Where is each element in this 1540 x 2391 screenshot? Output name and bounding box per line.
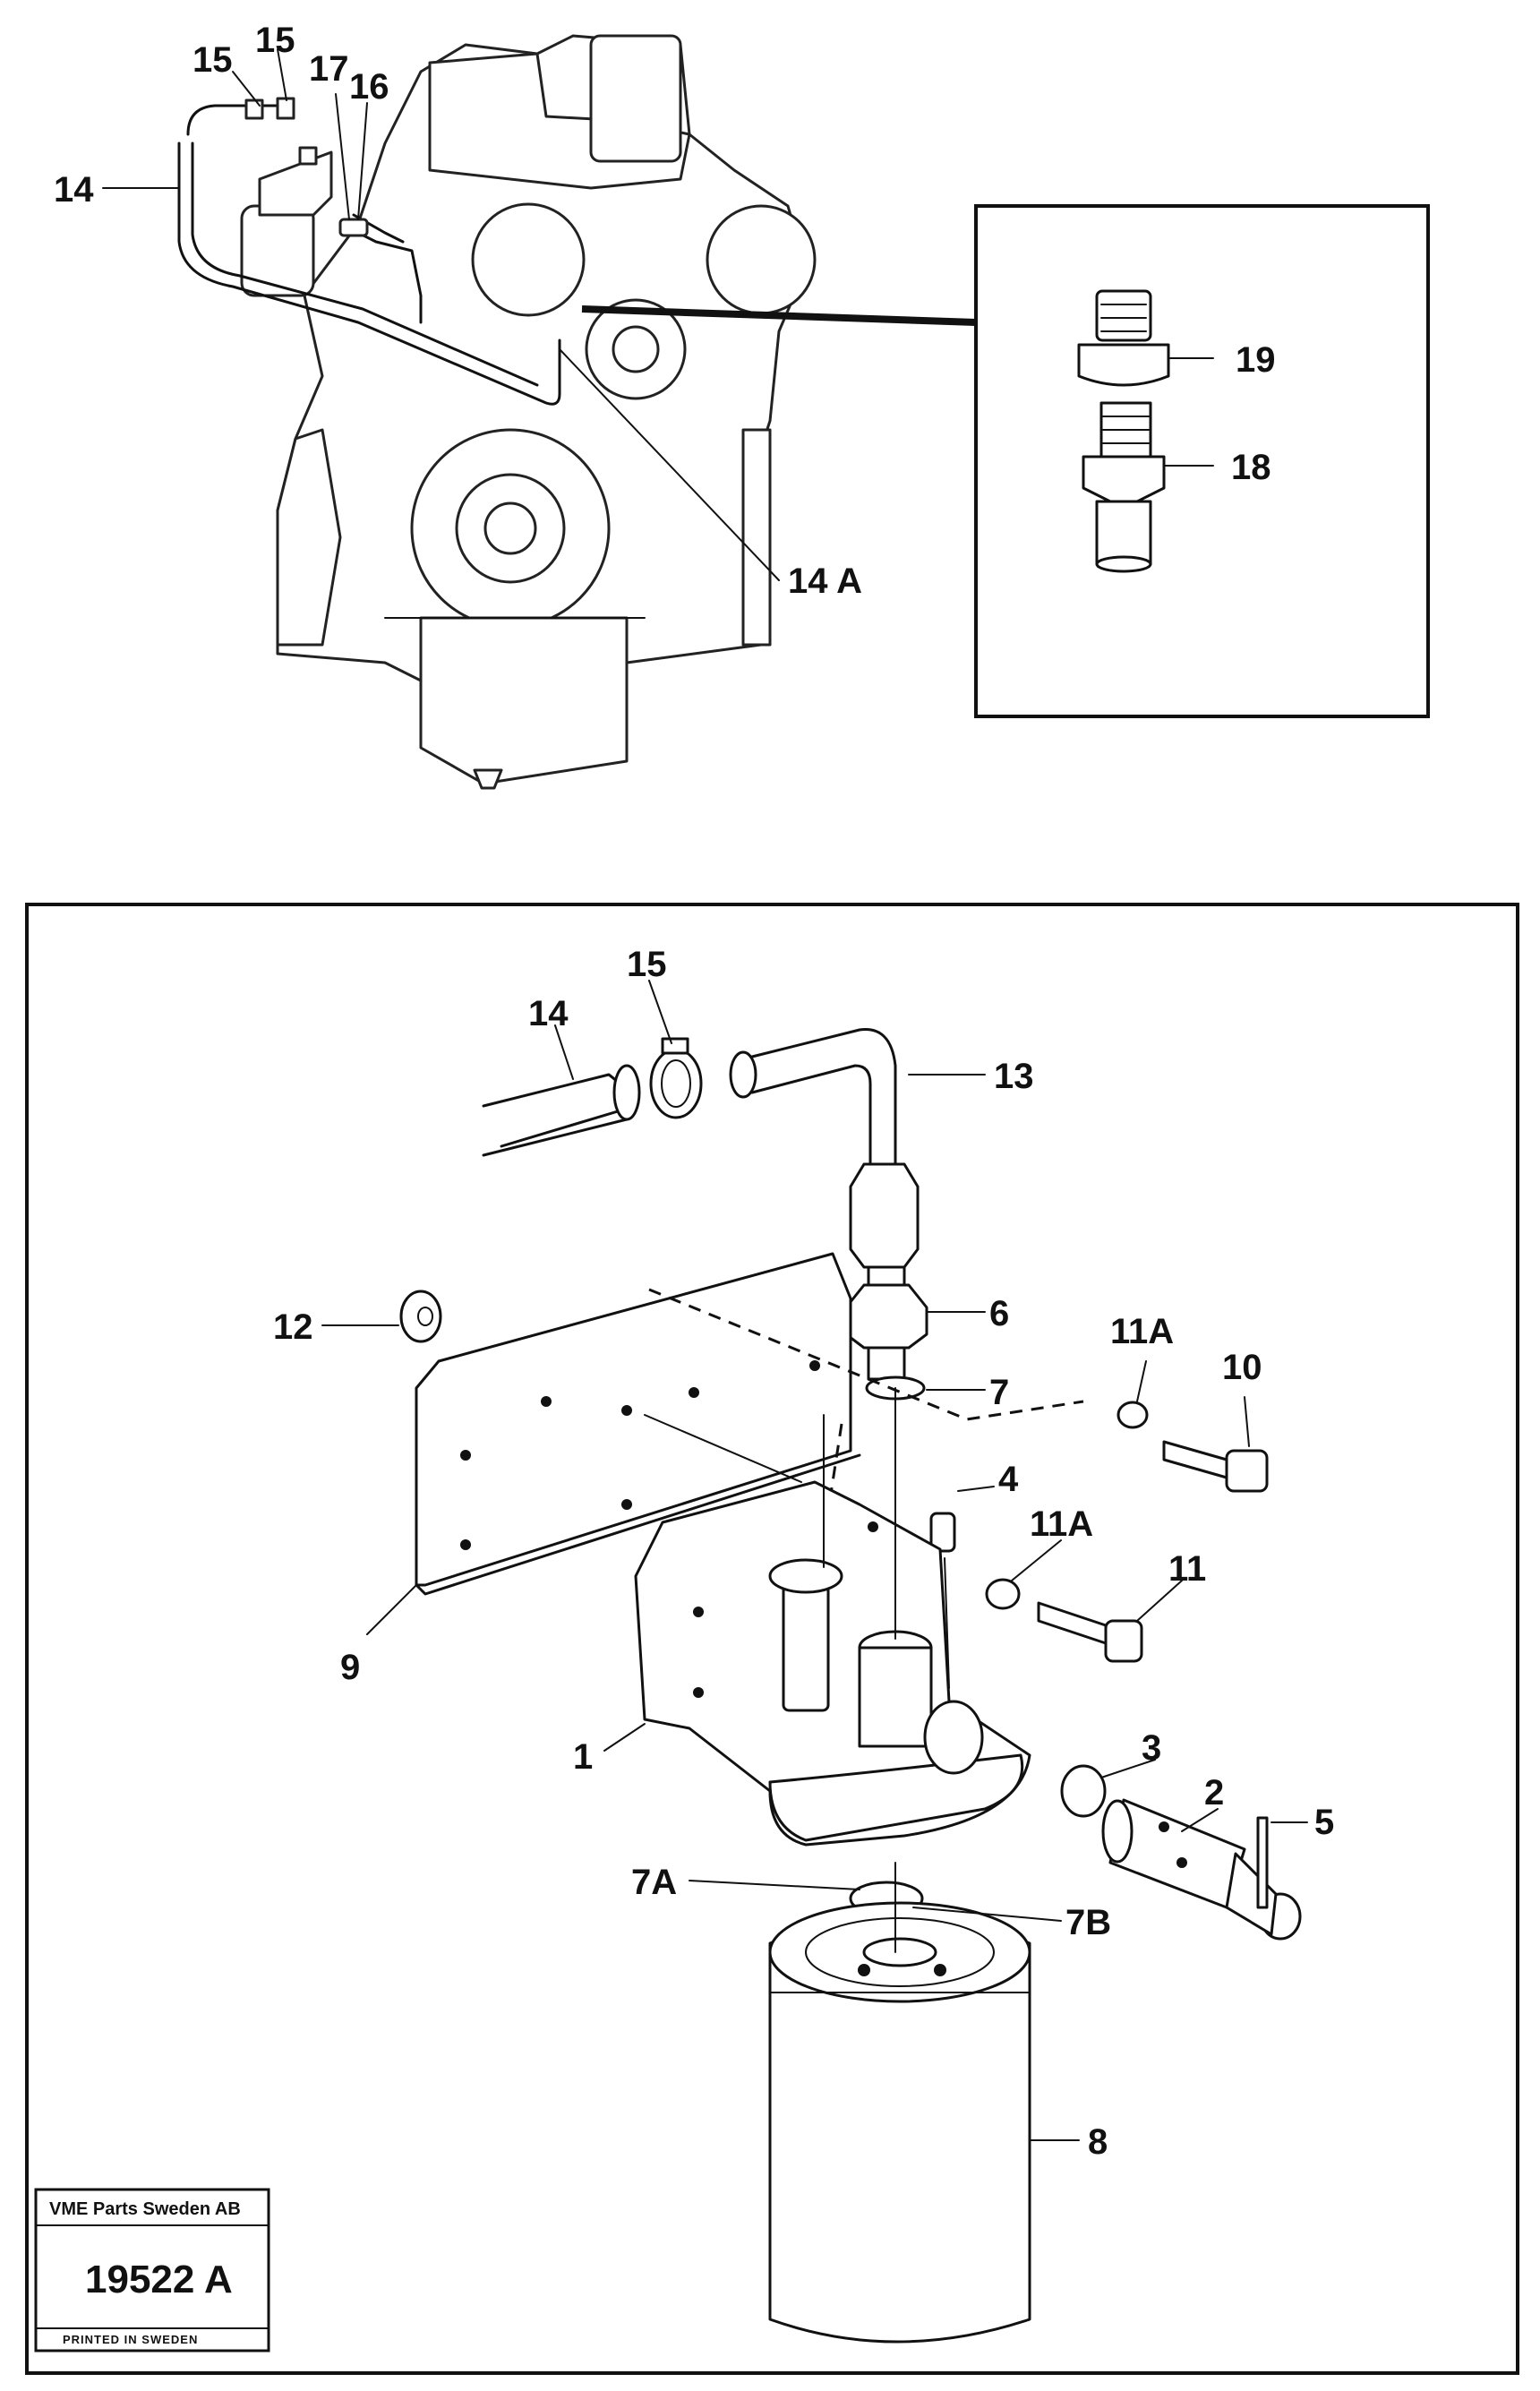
part-3-circlip <box>1060 1764 1107 1818</box>
part-4-screw <box>929 1512 956 1553</box>
detail-box: 19 18 <box>974 204 1430 718</box>
label-9: 9 <box>340 1648 360 1687</box>
part-13-pipe <box>729 1028 920 1269</box>
label-11a-lower: 11A <box>1030 1504 1093 1544</box>
part-14-hose <box>482 1064 641 1157</box>
label-1: 1 <box>573 1737 593 1777</box>
label-11a-upper: 11A <box>1110 1312 1174 1351</box>
label-7a: 7A <box>631 1863 677 1902</box>
exploded-view-frame <box>25 903 1519 2375</box>
part-5-split-pin <box>1256 1816 1269 1909</box>
stamp-printed: PRINTED IN SWEDEN <box>63 2333 198 2346</box>
bottom-leader-lines <box>321 980 1308 2141</box>
engine-overview <box>177 34 817 790</box>
label-12: 12 <box>273 1307 313 1347</box>
stamp-box: VME Parts Sweden AB 19522 A PRINTED IN S… <box>34 2188 270 2352</box>
label-19: 19 <box>1236 340 1276 380</box>
part-8-oil-filter <box>768 1862 1031 2344</box>
label-8: 8 <box>1088 2122 1108 2162</box>
label-14a-top: 14 A <box>788 561 862 601</box>
part-19-union-nut <box>1077 289 1170 387</box>
label-15: 15 <box>627 945 667 984</box>
stamp-company: VME Parts Sweden AB <box>49 2199 241 2219</box>
label-15-top-a: 15 <box>192 40 233 80</box>
label-5: 5 <box>1314 1803 1334 1842</box>
label-13: 13 <box>994 1057 1034 1096</box>
label-14-top: 14 <box>54 170 94 210</box>
label-11: 11 <box>1168 1549 1206 1589</box>
label-3: 3 <box>1142 1728 1161 1768</box>
label-15-top-b: 15 <box>255 21 295 60</box>
label-7b: 7B <box>1065 1903 1111 1942</box>
part-1-filter-housing <box>634 1387 1031 1847</box>
part-2-pin <box>1101 1798 1302 1941</box>
part-11a-washer <box>985 1578 1021 1610</box>
part-11-bolt <box>1037 1601 1143 1663</box>
part-10-bolt <box>1116 1401 1269 1493</box>
stamp-number: 19522 A <box>85 2258 233 2301</box>
label-6: 6 <box>989 1294 1009 1333</box>
top-leader-lines <box>102 48 977 581</box>
part-15-clamp <box>649 1037 703 1119</box>
part-6-fitting <box>844 1265 928 1381</box>
label-2: 2 <box>1204 1773 1224 1813</box>
label-4: 4 <box>998 1460 1019 1499</box>
label-16-top: 16 <box>349 67 389 107</box>
label-10: 10 <box>1222 1348 1262 1387</box>
label-18: 18 <box>1231 448 1271 487</box>
exploded-view <box>399 1028 1302 2344</box>
label-7: 7 <box>989 1373 1009 1412</box>
part-12-nut <box>399 1290 442 1343</box>
label-14: 14 <box>528 994 569 1033</box>
label-17-top: 17 <box>309 49 349 89</box>
part-18-fitting <box>1082 401 1166 573</box>
part-9-plate <box>415 1252 861 1596</box>
